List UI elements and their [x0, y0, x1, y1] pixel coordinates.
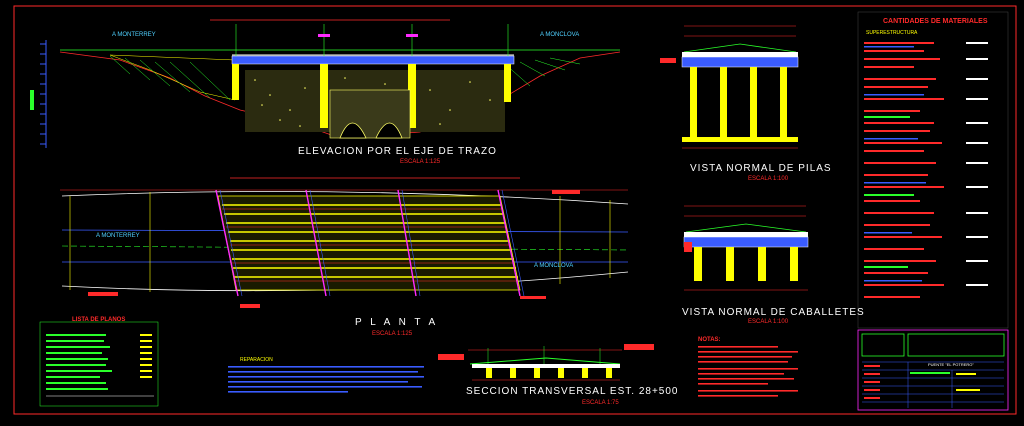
- piers-view: [660, 25, 799, 149]
- notes-title: NOTAS:: [698, 337, 721, 343]
- elevation-view: [59, 19, 621, 139]
- piers-scale: ESCALA 1:100: [748, 176, 789, 182]
- title-block-bridge-name: PUENTE "EL POTRERO": [928, 362, 974, 367]
- vertical-scale-ruler: [30, 40, 47, 148]
- repair-title: REPARACION: [240, 357, 273, 363]
- abutments-view: [683, 205, 809, 291]
- section-scale: ESCALA 1:75: [582, 400, 619, 406]
- plan-view: [60, 177, 629, 308]
- plans-list-title: LISTA DE PLANOS: [72, 317, 126, 323]
- direction-right-elevation: A MONCLOVA: [540, 32, 580, 38]
- abutments-scale: ESCALA 1:100: [748, 319, 789, 325]
- title-block: [857, 329, 1009, 411]
- direction-left-plan: A MONTERREY: [96, 233, 140, 239]
- plan-scale: ESCALA 1:125: [372, 331, 413, 337]
- quantities-title: CANTIDADES DE MATERIALES: [883, 18, 988, 25]
- section-view: [438, 344, 654, 381]
- notes-block: [698, 346, 798, 397]
- direction-right-plan: A MONCLOVA: [534, 263, 574, 269]
- elevation-scale: ESCALA 1:125: [400, 159, 441, 165]
- section-title: SECCION TRANSVERSAL EST. 28+500: [466, 386, 679, 397]
- quantities-subtitle: SUPERESTRUCTURA: [866, 30, 918, 36]
- piers-title: VISTA NORMAL DE PILAS: [690, 163, 832, 174]
- plan-title: P L A N T A: [355, 317, 439, 328]
- quantities-panel: [857, 11, 1009, 329]
- drawing-frame: [13, 5, 1017, 415]
- abutments-title: VISTA NORMAL DE CABALLETES: [682, 307, 865, 318]
- repair-notes-block: [228, 366, 424, 393]
- elevation-title: ELEVACION POR EL EJE DE TRAZO: [298, 146, 497, 157]
- plans-list-panel: [39, 321, 159, 407]
- direction-left-elevation: A MONTERREY: [112, 32, 156, 38]
